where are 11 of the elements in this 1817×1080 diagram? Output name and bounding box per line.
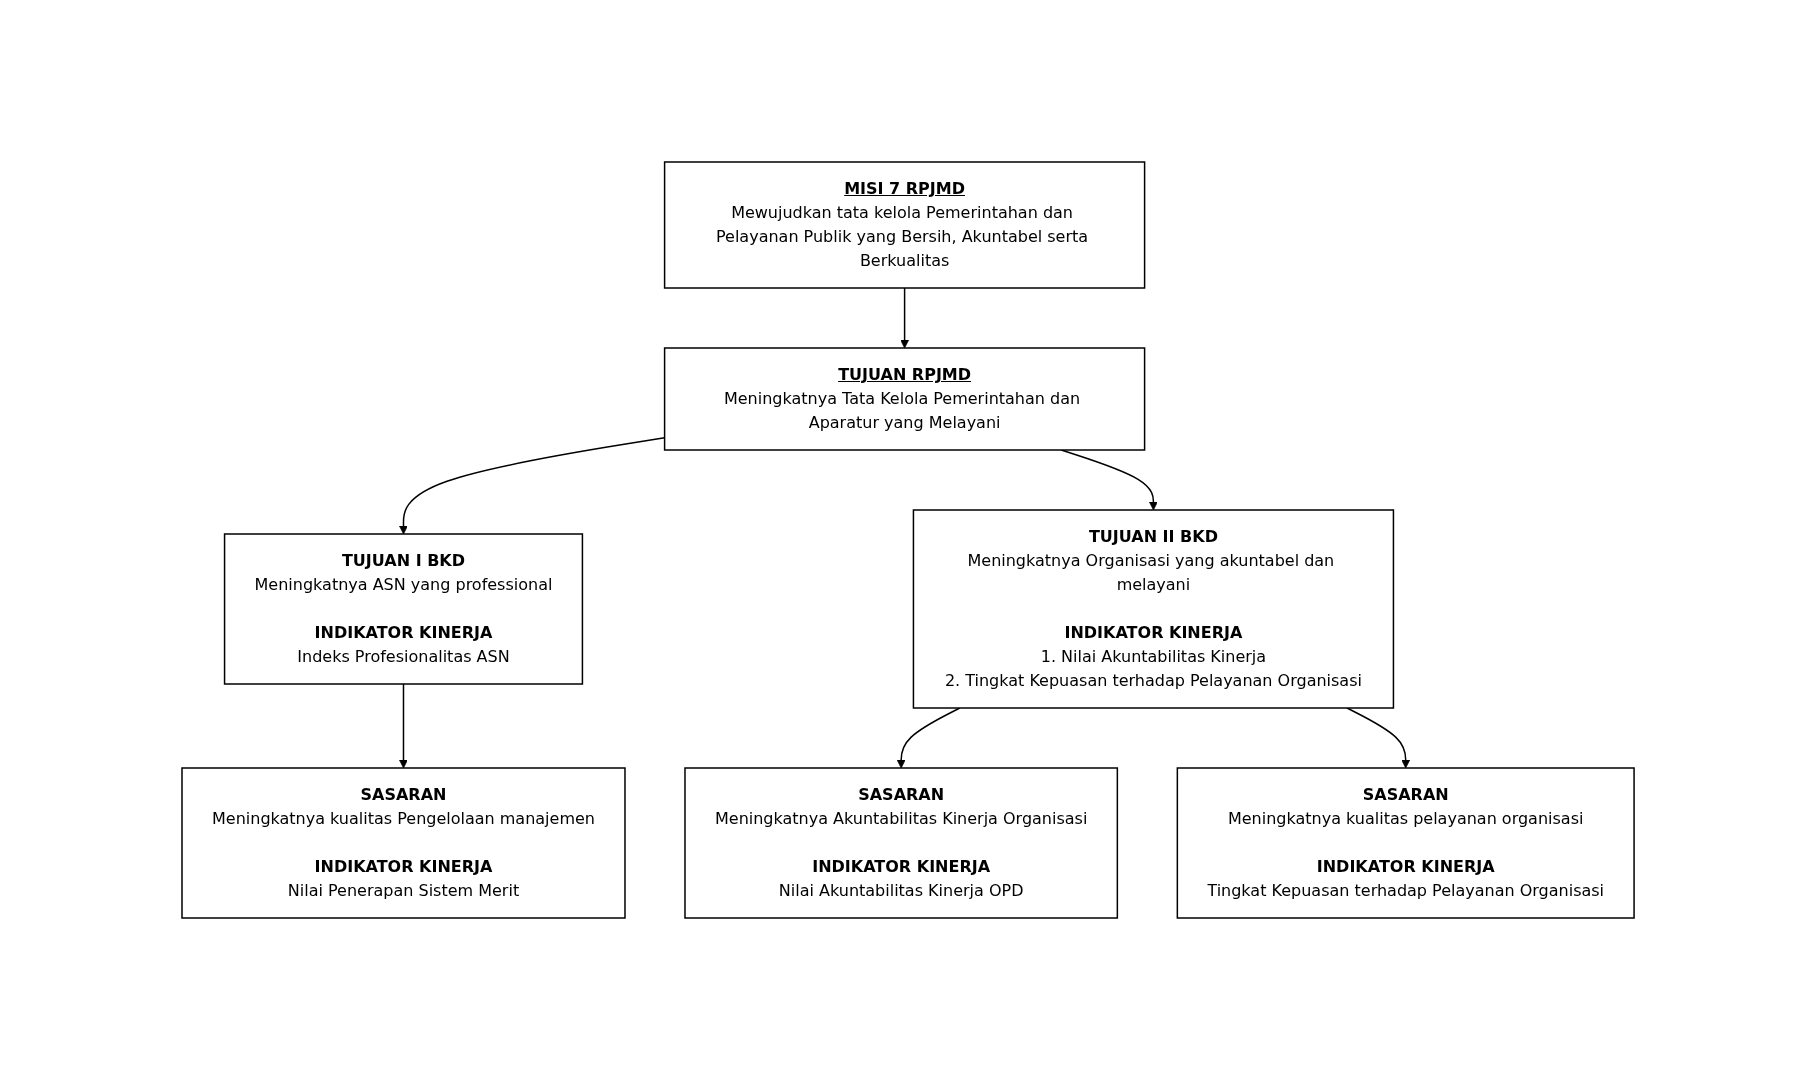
- arrow: [399, 683, 409, 769]
- arrow: [399, 437, 666, 535]
- node-box: TUJUAN II BKD Meningkatnya Organisasi yang akuntabel dan melayani INDIKATOR KINERJA 1. Nilai Akuntabilitas Kinerja 2. Tingkat Kepuasan terhadap Pelayanan Organisasi: [913, 509, 1395, 709]
- node-box: MISI 7 RPJMD Mewujudkan tata kelola Pemerintahan dan Pelayanan Publik yang Bersih, Akuntabel serta Berkualitas: [664, 161, 1146, 289]
- arrow: [1346, 707, 1411, 769]
- node-box: TUJUAN RPJMD Meningkatnya Tata Kelola Pemerintahan dan Aparatur yang Melayani: [664, 347, 1146, 451]
- arrow: [900, 287, 910, 349]
- node-box: SASARAN Meningkatnya kualitas Pengelolaan manajemen INDIKATOR KINERJA Nilai Penerapan Sistem Merit: [181, 767, 627, 919]
- node-box: SASARAN Meningkatnya Akuntabilitas Kinerja Organisasi INDIKATOR KINERJA Nilai Akuntabilitas Kinerja OPD: [684, 767, 1119, 919]
- node-box: SASARAN Meningkatnya kualitas pelayanan organisasi INDIKATOR KINERJA Tingkat Kepuasan terhadap Pelayanan Organisasi: [1177, 767, 1636, 919]
- node-box: TUJUAN I BKD Meningkatnya ASN yang professional INDIKATOR KINERJA Indeks Profesionalitas ASN: [224, 533, 584, 685]
